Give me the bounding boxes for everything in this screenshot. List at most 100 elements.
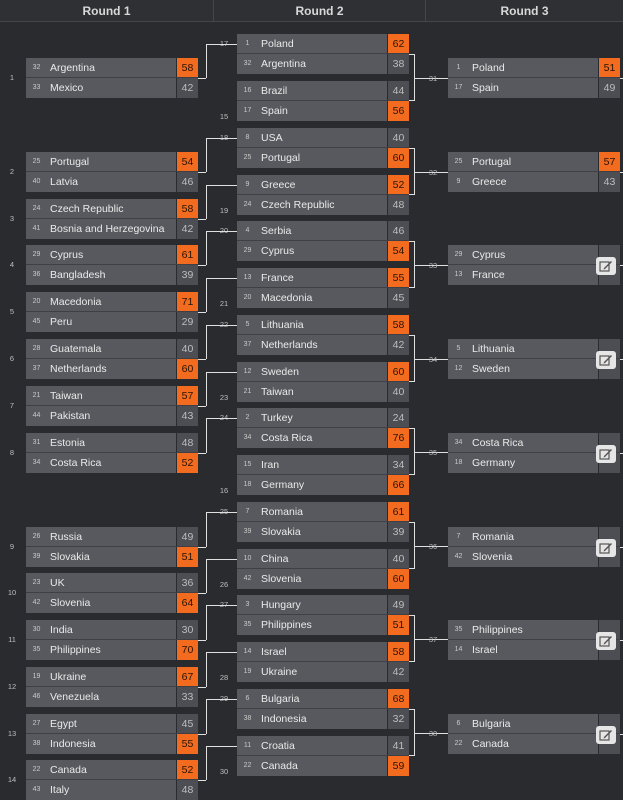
team-score: 57 (176, 386, 198, 406)
team-name: Netherlands (50, 363, 107, 375)
match-number: 13 (7, 729, 17, 738)
match-number: 28 (219, 673, 229, 682)
team-seed: 20 (32, 298, 41, 305)
connector-line (198, 640, 206, 641)
connector-line (415, 545, 448, 547)
connector-line (620, 640, 623, 641)
edit-icon[interactable] (596, 351, 616, 369)
match-number: 29 (216, 694, 232, 703)
team-seed: 8 (245, 134, 250, 141)
team-seed: 42 (32, 599, 41, 606)
connector-line (198, 359, 206, 360)
bracket-connector (409, 428, 415, 475)
edit-icon[interactable] (596, 726, 616, 744)
edit-icon[interactable] (596, 632, 616, 650)
edit-icon[interactable] (596, 445, 616, 463)
edit-icon[interactable] (596, 539, 616, 557)
edit-icon[interactable] (596, 257, 616, 275)
team-name: Bulgaria (472, 718, 511, 730)
team-score: 30 (176, 620, 198, 640)
connector-line (198, 453, 206, 454)
team-seed: 17 (243, 107, 252, 114)
connector-line (206, 746, 237, 747)
